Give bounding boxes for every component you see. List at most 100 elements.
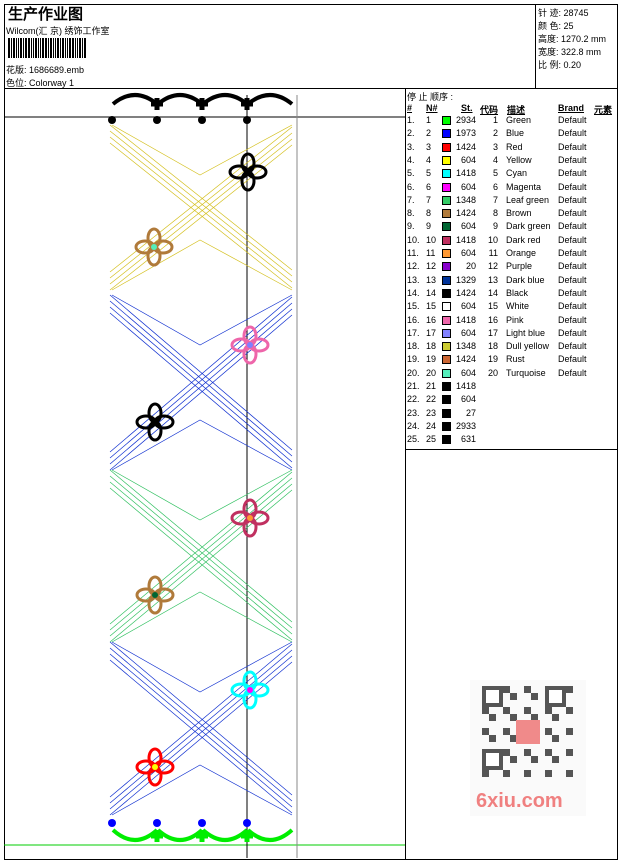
row-index: 25. — [407, 434, 420, 445]
row-number: 20 — [426, 367, 437, 378]
row-index: 16. — [407, 314, 420, 325]
embroidery-design-preview — [4, 93, 405, 858]
page-title: 生产作业图 — [8, 6, 84, 23]
row-index: 12. — [407, 261, 420, 272]
row-stitches: 604 — [460, 327, 476, 338]
col-index: # — [407, 103, 413, 113]
border-arc — [111, 828, 159, 842]
row-index: 15. — [407, 301, 420, 312]
stitch-line — [109, 471, 293, 625]
flower-center — [247, 515, 253, 521]
row-stitches: 604 — [460, 394, 476, 405]
table-row: 14. 14 1424 14 Black Default — [407, 288, 617, 301]
table-row: 24. 24 2933 — [407, 421, 617, 434]
row-description: Cyan — [506, 168, 528, 179]
row-description: Dark red — [506, 234, 541, 245]
row-number: 6 — [426, 181, 432, 192]
row-number: 12 — [426, 261, 437, 272]
col-stitches: St. — [461, 103, 473, 113]
color-swatch — [442, 315, 451, 325]
stitch-line — [109, 475, 293, 629]
stitch-line — [109, 649, 293, 804]
info-width: 宽度: 322.8 mm — [538, 47, 602, 57]
stitch-line — [109, 647, 293, 802]
row-code: 20 — [487, 367, 498, 378]
row-stitches: 604 — [460, 367, 476, 378]
info-colors: 颜 色: 25 — [538, 21, 574, 31]
border-arc — [201, 93, 249, 106]
stitch-line — [111, 764, 293, 816]
row-index: 1. — [407, 115, 415, 125]
row-brand: Default — [558, 274, 587, 285]
stitch-line — [109, 130, 293, 277]
color-swatch — [442, 155, 451, 165]
color-swatch — [442, 182, 451, 192]
row-code: 2 — [492, 128, 498, 139]
qr-watermark: 6xiu.com — [470, 680, 586, 816]
stitch-line — [111, 124, 293, 176]
border-arc — [246, 93, 294, 106]
stitch-line — [109, 302, 293, 459]
row-brand: Default — [558, 154, 587, 165]
barcode — [8, 38, 120, 58]
row-stitches: 1348 — [455, 341, 476, 352]
stitch-line — [111, 239, 293, 291]
row-code: 10 — [487, 234, 498, 245]
color-swatch — [442, 195, 451, 205]
row-index: 9. — [407, 221, 415, 232]
stitch-line — [109, 312, 293, 469]
row-brand: Default — [558, 367, 587, 378]
stitch-line — [109, 489, 293, 643]
border-cross — [151, 98, 163, 110]
row-number: 13 — [426, 274, 437, 285]
border-arc — [201, 828, 249, 842]
table-row: 11. 11 604 11 Orange Default — [407, 248, 617, 261]
row-brand: Default — [558, 181, 587, 192]
row-brand: Default — [558, 128, 587, 139]
row-brand: Default — [558, 287, 587, 298]
row-code: 7 — [492, 194, 498, 205]
border-arc — [246, 828, 294, 842]
flower-center — [247, 342, 253, 348]
color-swatch — [442, 368, 451, 378]
row-number: 11 — [426, 248, 436, 258]
stitch-line — [111, 591, 293, 643]
color-swatch — [442, 222, 451, 232]
stitch-line — [109, 314, 293, 471]
border-cross — [196, 830, 208, 842]
color-swatch — [442, 382, 451, 391]
info-height: 高度: 1270.2 mm — [538, 34, 607, 44]
stitch-line — [109, 132, 293, 279]
row-number: 17 — [426, 327, 437, 338]
stitch-line — [109, 469, 293, 623]
row-stitches: 604 — [460, 181, 476, 192]
table-row: 15. 15 604 15 White Default — [407, 301, 617, 314]
row-index: 11. — [407, 248, 419, 258]
stitch-line — [111, 469, 293, 521]
row-number: 24 — [426, 420, 437, 431]
color-swatch — [442, 169, 451, 179]
flower-center — [152, 419, 158, 425]
row-number: 1 — [426, 115, 432, 125]
border-dot — [108, 819, 116, 827]
row-index: 21. — [407, 381, 420, 391]
row-brand: Default — [558, 354, 587, 365]
row-number: 7 — [426, 194, 432, 205]
flower-center — [245, 169, 251, 175]
row-number: 21 — [426, 381, 437, 391]
col-brand: Brand — [558, 103, 585, 113]
table-row: 23. 23 27 — [407, 408, 617, 421]
row-brand: Default — [558, 314, 587, 325]
border-cross — [151, 830, 163, 842]
row-number: 23 — [426, 407, 437, 418]
row-brand: Default — [558, 341, 587, 352]
color-swatch — [442, 408, 451, 418]
stitch-line — [109, 661, 293, 816]
info-scale: 比 例: 0.20 — [538, 60, 582, 70]
row-number: 16 — [426, 314, 437, 325]
stitch-line — [109, 655, 293, 810]
row-index: 3. — [407, 141, 415, 152]
row-brand: Default — [558, 327, 587, 338]
row-description: Dark blue — [506, 274, 545, 285]
table-header: # N# St. 代码 描述 Brand 元素 — [407, 103, 617, 116]
